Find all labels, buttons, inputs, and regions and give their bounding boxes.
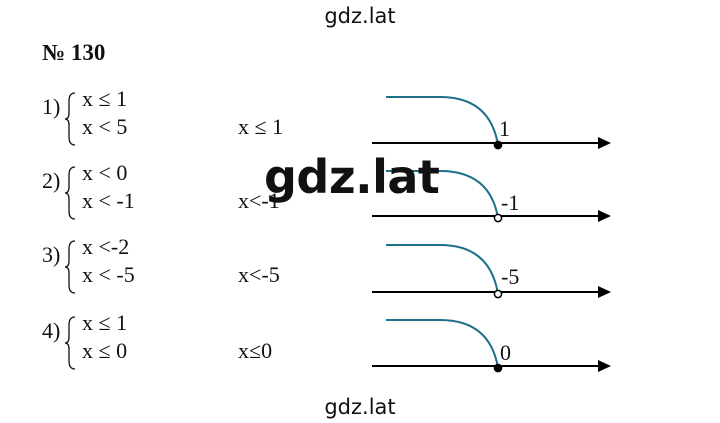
system-brace-icon (64, 92, 76, 146)
number-line-4 (372, 319, 611, 373)
point-marker (493, 213, 503, 223)
system-brace-icon (64, 240, 76, 294)
shading-curve (386, 96, 499, 146)
solution-answer: x<-1 (238, 188, 280, 213)
point-marker (493, 363, 503, 373)
exercise-number: 2) (42, 168, 61, 193)
point-marker (493, 140, 503, 150)
inequality-line-2: x ≤ 0 (82, 338, 128, 363)
shading-curve (386, 319, 499, 369)
solution-answer: x≤0 (238, 338, 273, 363)
shading-curve (386, 170, 499, 219)
exercise-4: 4) x ≤ 1 x ≤ 0 x≤0 (42, 310, 702, 390)
axis-arrow-icon (598, 210, 611, 222)
exercise-2: 2) x < 0 x < -1 x<-1 (42, 160, 702, 240)
point-label: 1 (499, 116, 510, 141)
exercise-title: № 130 (42, 40, 106, 65)
inequality-line-2: x < 5 (82, 114, 128, 139)
system-brace-icon (64, 316, 76, 370)
axis-arrow-icon (598, 286, 611, 298)
number-line-1 (372, 96, 611, 150)
axis-arrow-icon (598, 137, 611, 149)
shading-curve (386, 244, 499, 295)
solution-answer: x<-5 (238, 262, 280, 287)
inequality-line-1: x ≤ 1 (82, 86, 128, 111)
exercise-number: 3) (42, 242, 61, 267)
watermark-bottom: gdz.lat (324, 395, 396, 419)
number-line-2 (372, 170, 611, 223)
number-line-3 (372, 244, 611, 299)
point-label: 0 (500, 340, 511, 365)
point-marker (493, 289, 503, 299)
inequality-line-1: x ≤ 1 (82, 310, 128, 335)
exercise-3: 3) x <-2 x < -5 x<-5 (42, 234, 702, 314)
inequality-line-1: x < 0 (82, 160, 128, 185)
exercise-1: 1) x ≤ 1 x < 5 x ≤ 1 (42, 86, 702, 166)
axis-arrow-icon (598, 360, 611, 372)
exercise-number: 1) (42, 94, 61, 119)
exercise-number: 4) (42, 318, 61, 343)
system-brace-icon (64, 166, 76, 220)
watermark-top: gdz.lat (324, 4, 396, 28)
inequality-line-2: x < -1 (82, 188, 135, 213)
point-label: -1 (501, 190, 520, 215)
point-label: -5 (501, 264, 520, 289)
solution-answer: x ≤ 1 (238, 114, 284, 139)
watermark-center: gdz.lat (264, 150, 440, 204)
inequality-line-2: x < -5 (82, 262, 135, 287)
inequality-line-1: x <-2 (82, 234, 130, 259)
